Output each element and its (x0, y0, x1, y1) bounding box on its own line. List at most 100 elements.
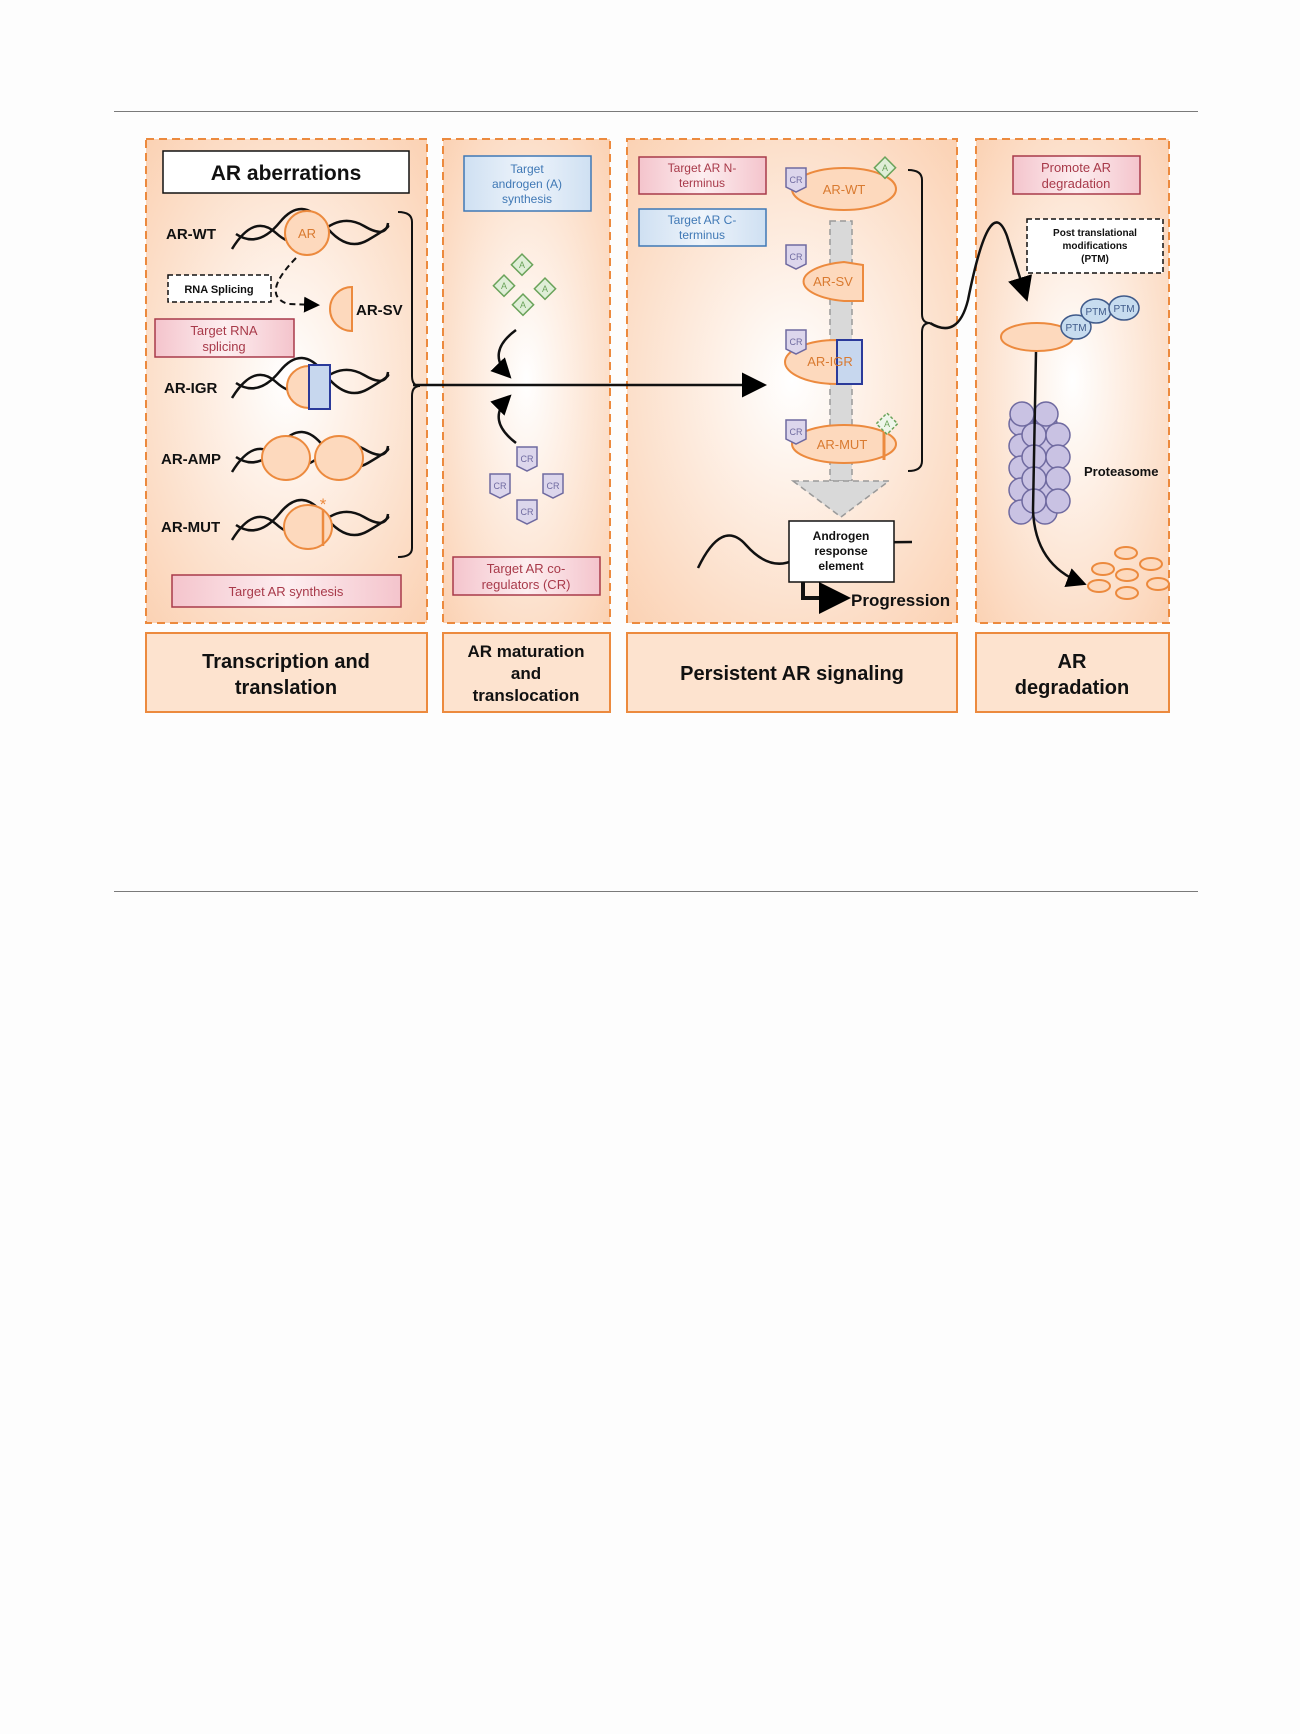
target-c-terminus-line-1: Target AR C- (668, 213, 737, 227)
target-coregulators (452, 556, 601, 596)
coregulator-cluster (489, 446, 564, 525)
degradation-connector (929, 221, 1032, 330)
rna-splicing-label: RNA Splicing (184, 284, 253, 296)
signal-ar-wt-androgen (873, 156, 897, 180)
are-line-2: response (814, 544, 868, 558)
target-rna-splicing (154, 318, 295, 358)
svg-text:A: A (542, 284, 548, 294)
coregulator-arrow (490, 394, 517, 444)
ar-amp-protein-2 (314, 435, 364, 481)
target-ar-synthesis (171, 574, 402, 608)
target-degradation-line-1: Promote AR (1041, 160, 1111, 175)
row-label-ar-amp: AR-AMP (161, 451, 221, 468)
row-label-ar-sv: AR-SV (356, 302, 403, 319)
are-box (788, 520, 895, 583)
top-rule (114, 111, 1198, 112)
rna-splicing-box (167, 274, 272, 303)
target-androgen-synthesis (463, 155, 592, 212)
svg-text:CR: CR (547, 481, 560, 491)
stage-box-4 (975, 632, 1170, 713)
target-c-terminus-line-2: terminus (679, 228, 725, 242)
panel-degradation (975, 138, 1170, 624)
target-degradation-line-2: degradation (1042, 176, 1111, 191)
stage-box-2 (442, 632, 611, 713)
signal-ar-sv-label: AR-SV (813, 274, 853, 289)
svg-text:A: A (882, 163, 888, 173)
stage-2-line-2: and (511, 664, 541, 683)
target-coregulators-line-1: Target AR co- (487, 561, 566, 576)
target-ar-synthesis-label: Target AR synthesis (229, 584, 344, 599)
row-label-ar-igr: AR-IGR (164, 380, 217, 397)
ar-sv-half (329, 285, 353, 333)
signal-ar-mut (791, 424, 897, 464)
proteasome-arrow (1031, 351, 1087, 587)
svg-text:A: A (520, 300, 526, 310)
stage-1-line-1: Transcription and (202, 651, 370, 673)
svg-text:CR: CR (521, 507, 534, 517)
signal-ar-wt-label: AR-WT (823, 182, 866, 197)
signal-ar-mut-label: AR-MUT (817, 437, 868, 452)
signal-ar-sv (802, 260, 864, 302)
svg-text:CR: CR (790, 175, 803, 185)
are-line-3: element (818, 559, 863, 573)
target-coregulators-line-2: regulators (CR) (482, 577, 571, 592)
svg-text:CR: CR (790, 337, 803, 347)
stage-1-line-2: translation (235, 677, 337, 699)
ptm-line-3: (PTM) (1081, 254, 1109, 265)
ptm-line-1: Post translational (1053, 228, 1137, 239)
signal-ar-igr-insert (836, 339, 863, 385)
target-rna-splicing-line-2: splicing (202, 339, 245, 354)
svg-text:CR: CR (521, 454, 534, 464)
androgen-arrow (490, 328, 517, 379)
row-label-ar-mut: AR-MUT (161, 519, 220, 536)
target-degradation (1012, 155, 1141, 195)
signal-ar-igr-cr (785, 329, 807, 355)
ar-igr-protein (286, 364, 310, 410)
ar-mut-star: * (320, 495, 327, 514)
progression-label: Progression (851, 591, 950, 610)
ptm-line-2: modifications (1062, 241, 1127, 252)
svg-text:CR: CR (494, 481, 507, 491)
stage-4-line-2: degradation (1015, 677, 1129, 699)
svg-text:A: A (501, 281, 507, 291)
target-n-terminus-line-1: Target AR N- (668, 161, 737, 175)
ar-wt-protein-label: AR (298, 226, 316, 241)
stage-4-line-1: AR (1058, 651, 1087, 673)
androgen-cluster: A A A A (492, 253, 557, 317)
panel-maturation (442, 138, 611, 624)
signal-ar-mut-cr (785, 419, 807, 445)
stage-3-label: Persistent AR signaling (680, 663, 904, 685)
target-androgen-line-3: synthesis (502, 192, 552, 206)
are-line-1: Androgen (813, 529, 870, 543)
ar-igr-insert (308, 364, 331, 410)
degraded-fragments (1087, 546, 1170, 600)
target-androgen-line-2: androgen (A) (492, 177, 562, 191)
target-c-terminus (638, 208, 767, 247)
svg-text:CR: CR (790, 427, 803, 437)
target-rna-splicing-line-1: Target RNA (190, 323, 258, 338)
target-n-terminus (638, 156, 767, 195)
target-androgen-line-1: Target (510, 162, 544, 176)
signal-ar-sv-cr (785, 244, 807, 270)
stage-2-line-1: AR maturation (467, 642, 584, 661)
ar-wt-protein (284, 210, 330, 256)
signal-ar-mut-androgen (875, 412, 899, 436)
svg-text:A: A (884, 419, 890, 429)
ar-amp-protein-1 (261, 435, 311, 481)
signal-ar-igr-label: AR-IGR (807, 354, 853, 369)
stage-box-1 (145, 632, 428, 713)
ar-mut-protein (283, 504, 333, 550)
ar-aberrations-title: AR aberrations (211, 162, 362, 185)
proteasome-label: Proteasome (1084, 464, 1158, 479)
ptm-cluster (1060, 295, 1140, 340)
stage-2-line-3: translocation (473, 686, 580, 705)
stage-box-3 (626, 632, 958, 713)
ar-aberrations-box (162, 150, 410, 194)
svg-text:PTM: PTM (1113, 304, 1134, 315)
svg-text:CR: CR (790, 252, 803, 262)
row-label-ar-wt: AR-WT (166, 226, 216, 243)
progression-arrow (801, 582, 851, 614)
svg-text:PTM: PTM (1065, 323, 1086, 334)
bottom-rule (114, 891, 1198, 892)
